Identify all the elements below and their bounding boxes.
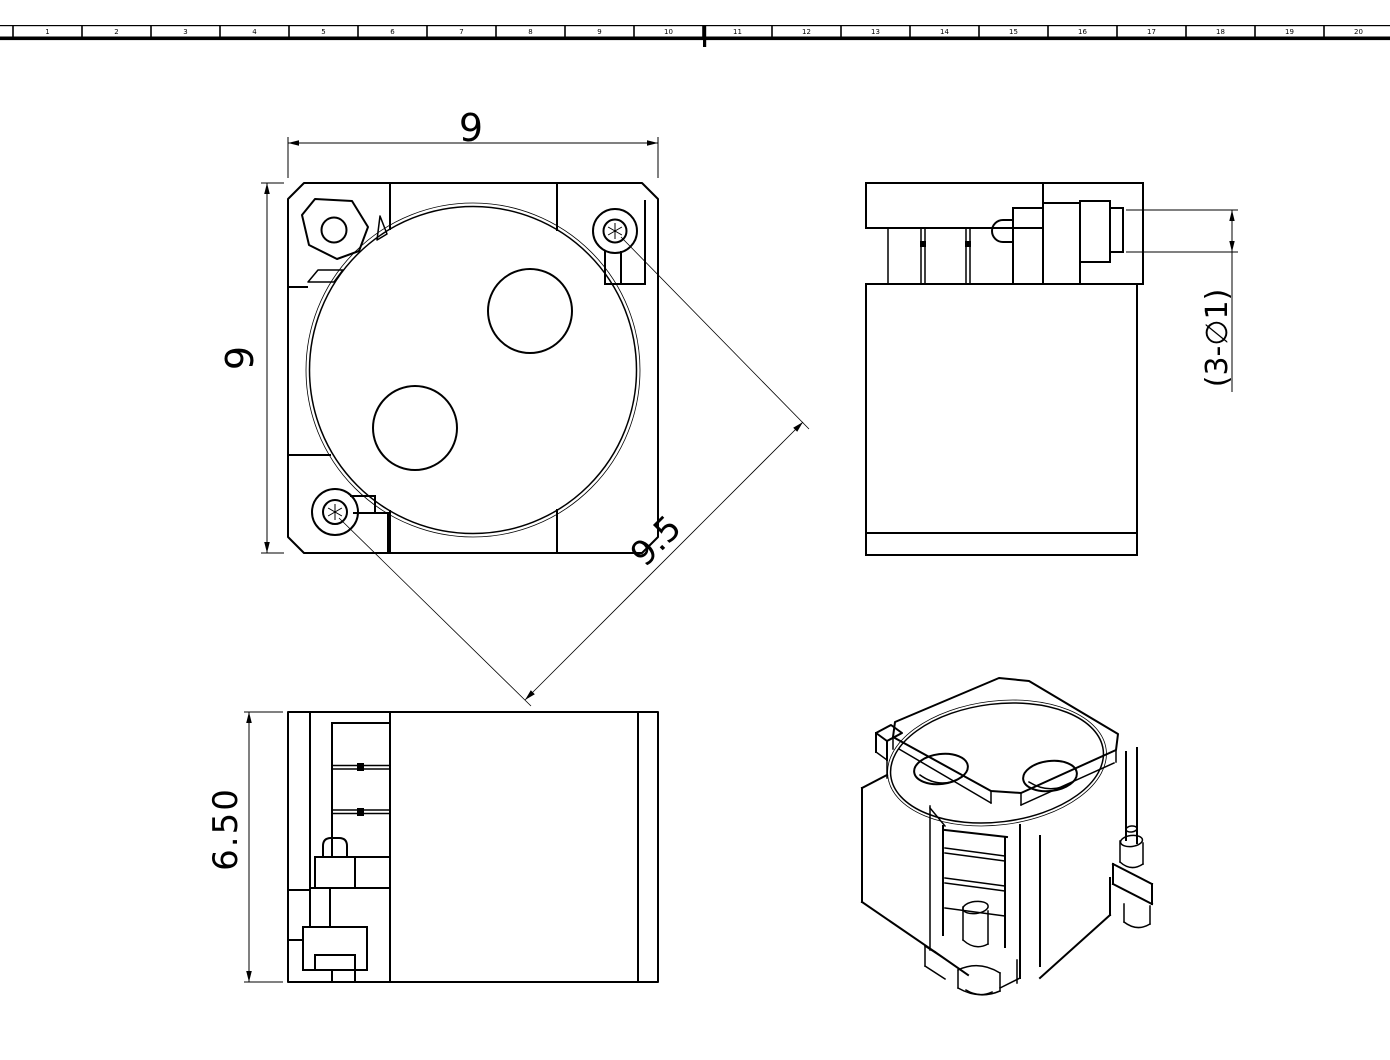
ruler-cell-label: 4 — [252, 28, 257, 36]
iso-hole-right — [1022, 759, 1078, 793]
iso-hole-left — [913, 752, 969, 786]
ruler-cell-label: 8 — [528, 28, 532, 36]
corner-lug — [301, 198, 369, 260]
hole-callout-label: (3-∅1) — [1200, 289, 1235, 388]
ruler-cell-label: 2 — [114, 28, 118, 36]
ruler-cell-label: 18 — [1216, 28, 1225, 36]
center-mark — [607, 223, 623, 239]
ruler-cell-label: 16 — [1078, 28, 1087, 36]
iso-bore-ellipse — [889, 702, 1105, 824]
dim-front-height: 6.50 — [206, 711, 283, 983]
ruler-cell-label: 3 — [183, 28, 187, 36]
ruler-cell-label: 10 — [664, 28, 673, 36]
hole-callout: (3-∅1) — [1126, 209, 1238, 392]
dim-diagonal: 9.5 — [338, 236, 810, 707]
front-view: 6.50 — [206, 711, 659, 983]
dim-width: 9 — [287, 106, 659, 178]
ruler-cell-label: 1 — [45, 28, 49, 36]
iso-right-post — [1111, 747, 1154, 929]
ruler-cell-label: 15 — [1009, 28, 1018, 36]
dim-front-height-label: 6.50 — [206, 787, 246, 871]
ruler-cell-label: 5 — [321, 28, 325, 36]
hole-lower — [372, 385, 458, 471]
dim-width-label: 9 — [459, 106, 483, 150]
ruler-cell-label: 13 — [871, 28, 880, 36]
center-mark — [327, 504, 343, 520]
ruler-cell-label: 19 — [1285, 28, 1294, 36]
ruler-cell-label: 6 — [390, 28, 395, 36]
hole-upper — [487, 268, 573, 354]
dim-height-label: 9 — [218, 346, 262, 370]
front-outline — [287, 711, 659, 983]
top-view: 9 9 9.5 — [218, 106, 810, 707]
ruler-cell-label: 17 — [1147, 28, 1156, 36]
dim-diagonal-label: 9.5 — [623, 508, 690, 575]
iso-cutout — [942, 825, 1009, 948]
ruler-major-tick — [703, 25, 707, 47]
plate-outline — [287, 182, 659, 554]
side-view: (3-∅1) — [865, 182, 1238, 556]
isometric-view — [860, 677, 1154, 996]
keyhole-bottom-left — [311, 488, 389, 554]
main-bore-circle — [308, 205, 638, 535]
dim-height: 9 — [218, 182, 284, 554]
ruler-cell-label: 11 — [733, 28, 742, 36]
keyhole-top-right — [592, 200, 646, 285]
ruler-cell-label: 20 — [1354, 28, 1363, 36]
ruler-cell-label: 9 — [597, 28, 601, 36]
ruler-cell-label: 14 — [940, 28, 949, 36]
ruler-cell-label: 7 — [459, 28, 463, 36]
ruler-cell-label: 12 — [802, 28, 811, 36]
